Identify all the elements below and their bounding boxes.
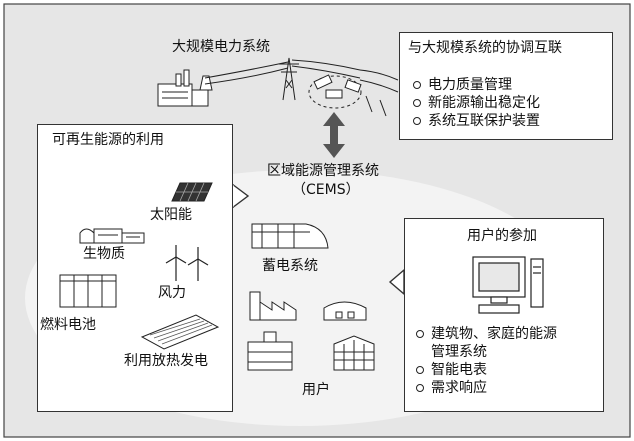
transmission-line-icon [204, 57, 399, 109]
list-item: 新能源输出稳定化 [412, 94, 540, 112]
biomass-plant-icon [79, 228, 145, 244]
list-item: 电力质量管理 [412, 76, 540, 94]
list-item: 建筑物、家庭的能源 [415, 325, 557, 343]
storage-building-icon [251, 223, 329, 249]
solar-panel-icon [171, 182, 213, 202]
participation-box-title: 用户的参加 [467, 228, 537, 244]
wind-label: 风力 [158, 285, 186, 301]
waste-heat-label: 利用放热发电 [124, 353, 208, 369]
list-item: 系统互联保护装置 [412, 112, 540, 130]
users-label: 用户 [302, 382, 330, 398]
user-buildings-icon [247, 291, 375, 371]
participation-box: 用户的参加 建筑物、家庭的能源 管理系统 智能电表 需求响应 [404, 218, 604, 412]
coordination-box-title: 与大规模系统的协调互联 [408, 40, 562, 56]
storage-label: 蓄电系统 [262, 258, 318, 274]
computer-icon [472, 256, 544, 314]
waste-heat-plant-icon [140, 314, 220, 350]
solar-label: 太阳能 [150, 207, 192, 223]
fuel-cell-icon [59, 274, 117, 308]
coordination-box: 与大规模系统的协调互联 电力质量管理 新能源输出稳定化 系统互联保护装置 [399, 32, 613, 140]
list-item: 需求响应 [415, 379, 557, 397]
substation-icon [313, 74, 387, 117]
cems-label: 区域能源管理系统 [267, 163, 379, 179]
biomass-label: 生物质 [83, 246, 125, 262]
cems-abbreviation: （CEMS） [292, 182, 360, 198]
wind-turbine-icon [165, 245, 209, 281]
list-item: 智能电表 [415, 361, 557, 379]
coordination-list: 电力质量管理 新能源输出稳定化 系统互联保护装置 [412, 76, 540, 130]
list-item: 管理系统 [431, 344, 487, 360]
power-plant-icon [157, 69, 213, 107]
bidirectional-arrow [323, 112, 345, 158]
renewables-box: 可再生能源的利用 太阳能 生物质 风力 [37, 124, 233, 412]
participation-list: 建筑物、家庭的能源 管理系统 智能电表 需求响应 [415, 325, 557, 397]
power-system-title: 大规模电力系统 [172, 39, 270, 55]
fuel-cell-label: 燃料电池 [40, 317, 96, 333]
renewables-box-title: 可再生能源的利用 [52, 132, 164, 148]
